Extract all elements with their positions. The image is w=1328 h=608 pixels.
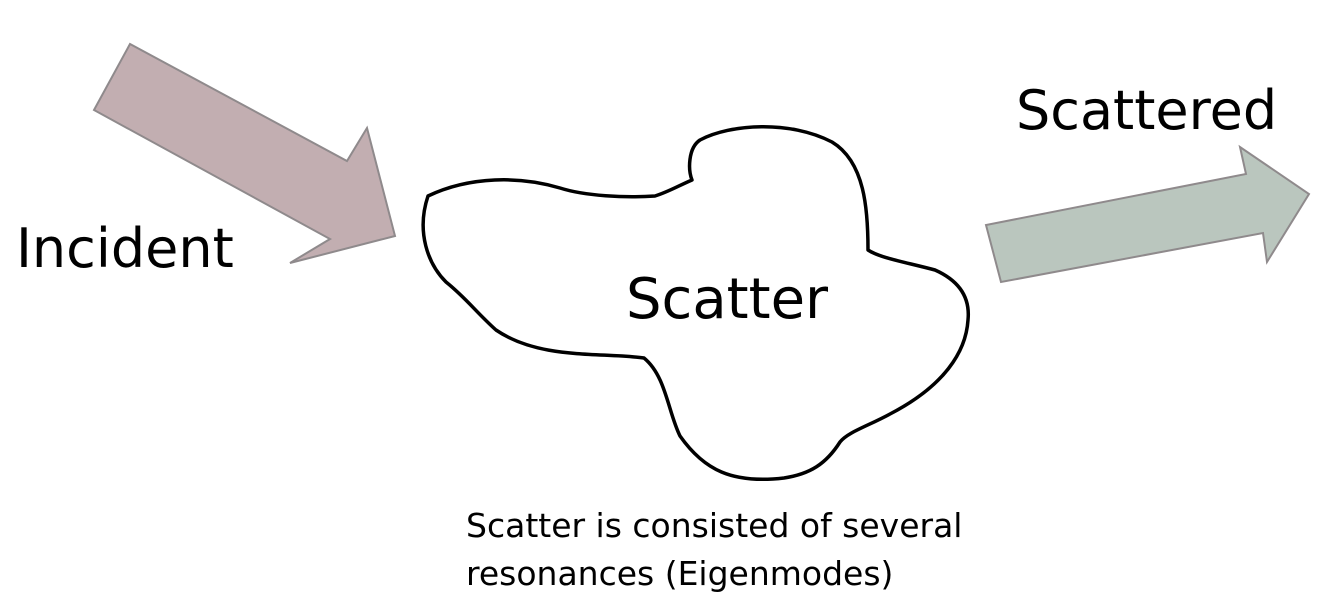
scatter-blob <box>421 125 971 482</box>
incident-label: Incident <box>16 217 234 280</box>
scattered-label: Scattered <box>1016 79 1278 142</box>
incident-arrow <box>92 42 397 264</box>
scatter-label: Scatter <box>626 267 829 332</box>
caption: Scatter is consisted of several resonanc… <box>466 502 962 598</box>
caption-line-2: resonances (Eigenmodes) <box>466 554 894 593</box>
scattered-arrow <box>984 144 1311 284</box>
caption-line-1: Scatter is consisted of several <box>466 506 963 545</box>
